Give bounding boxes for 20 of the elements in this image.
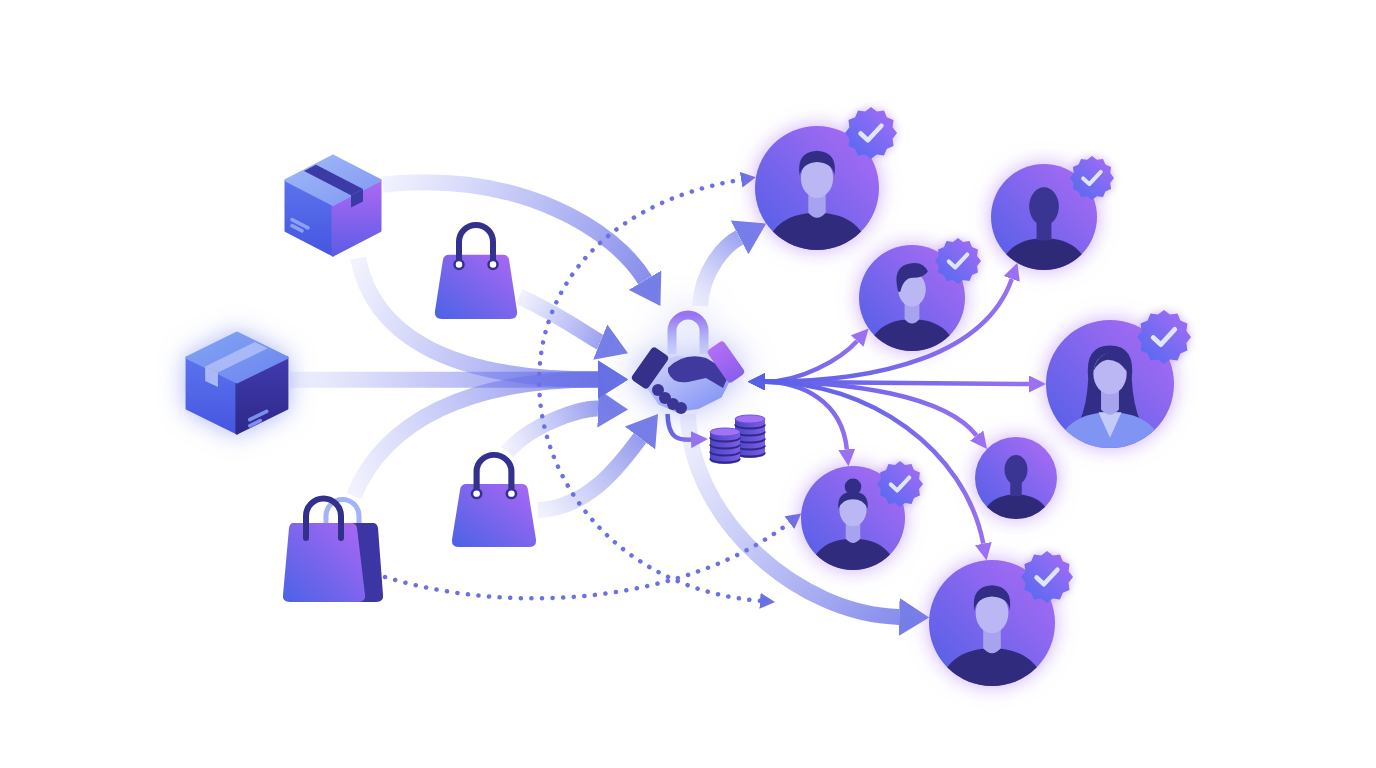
arrow xyxy=(680,413,930,636)
shopping-bag-icon xyxy=(433,222,519,321)
person-avatar-icon xyxy=(991,164,1097,270)
person-avatar-icon xyxy=(755,126,879,250)
dotted-arrow xyxy=(382,514,802,601)
person-avatar-icon xyxy=(929,560,1055,686)
double-headed-arrow xyxy=(748,373,992,560)
person-avatar-icon xyxy=(975,437,1057,519)
arrow xyxy=(346,360,628,500)
package-icon xyxy=(184,330,290,436)
package-icon xyxy=(283,153,383,258)
person-avatar-icon xyxy=(1046,320,1174,448)
person-avatar-icon xyxy=(859,245,965,351)
arrow xyxy=(382,174,663,305)
arrow xyxy=(537,413,658,519)
shopping-bags-icon xyxy=(281,496,385,604)
dotted-arrow xyxy=(537,172,775,609)
person-avatar-icon xyxy=(801,466,905,570)
shopping-bag-icon xyxy=(450,452,538,549)
coin-stack-icon xyxy=(708,414,766,464)
